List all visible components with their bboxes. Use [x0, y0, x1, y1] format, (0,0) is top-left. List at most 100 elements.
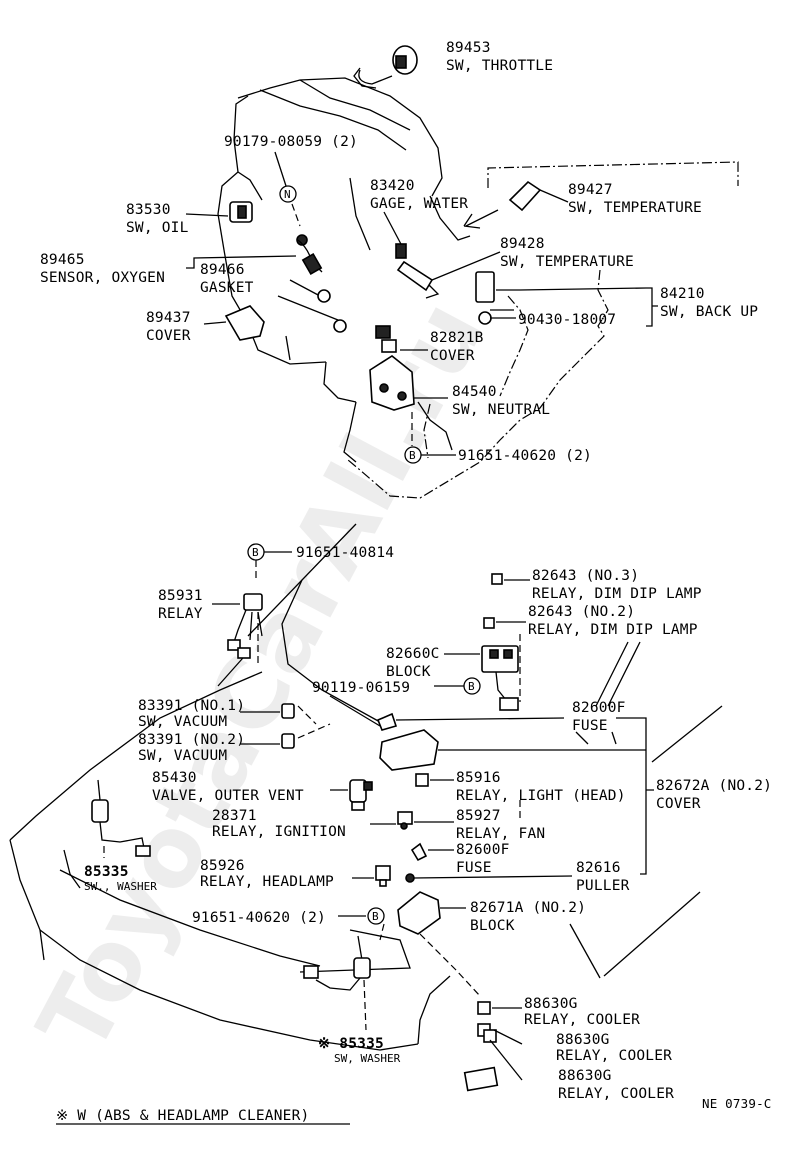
- label-82671-number: 82671A (NO.2): [470, 900, 586, 916]
- label-91651-40620-top: 91651-40620 (2): [458, 448, 592, 464]
- label-89427-name: SW, TEMPERATURE: [568, 200, 702, 216]
- label-84210-name: SW, BACK UP: [660, 304, 758, 320]
- puller-part: [405, 873, 573, 883]
- label-85916-number: 85916: [456, 770, 501, 786]
- label-82600-bottom-number: 82600F: [456, 842, 510, 858]
- bolt-90179-part: N: [274, 151, 308, 246]
- label-89453-name: SW, THROTTLE: [446, 58, 553, 74]
- callout-b-2: B: [252, 546, 259, 559]
- fuse-82600-part: [410, 842, 454, 862]
- label-83391-no1-name: SW, VACUUM: [138, 714, 227, 730]
- fuse-cover-part: [376, 634, 654, 875]
- label-82643-no3-number: 82643 (NO.3): [532, 568, 639, 584]
- bolt-91651-40814-part: B: [247, 543, 292, 578]
- relay-82643-parts: [483, 573, 530, 629]
- transmission-outline: [347, 161, 739, 499]
- label-89453-number: 89453: [446, 40, 491, 56]
- label-89466-name: GASKET: [200, 280, 254, 296]
- label-82821-number: 82821B: [430, 330, 484, 346]
- engine-outline: [217, 77, 471, 463]
- label-82616-name: PULLER: [576, 878, 630, 894]
- label-85916-name: RELAY, LIGHT (HEAD): [456, 788, 626, 804]
- oxygen-sensor-part: [186, 239, 323, 276]
- label-84210-number: 84210: [660, 286, 705, 302]
- outer-vent-valve-part: [330, 779, 373, 811]
- temp-switch-89427-part: [463, 180, 569, 229]
- label-89466-number: 89466: [200, 262, 245, 278]
- label-89465-name: SENSOR, OXYGEN: [40, 270, 165, 286]
- label-28371-number: 28371: [212, 808, 257, 824]
- vacuum-switch-parts: [240, 703, 331, 749]
- gasket-part: [289, 279, 331, 303]
- water-gage-part: [383, 211, 501, 299]
- label-83420-name: GAGE, WATER: [370, 196, 468, 212]
- label-85927-number: 85927: [456, 808, 501, 824]
- label-85335-right-name: SW, WASHER: [334, 1052, 401, 1065]
- label-88630-3-name: RELAY, COOLER: [558, 1086, 674, 1102]
- label-83391-no2-name: SW, VACUUM: [138, 748, 227, 764]
- label-89428-number: 89428: [500, 236, 545, 252]
- label-82660-number: 82660C: [386, 646, 440, 662]
- label-88630-2-name: RELAY, COOLER: [556, 1048, 672, 1064]
- throttle-switch-part: [353, 45, 418, 89]
- label-28371-name: RELAY, IGNITION: [212, 824, 346, 840]
- label-85335-left-number: 85335: [84, 864, 129, 880]
- label-82671-name: BLOCK: [470, 918, 515, 934]
- label-82660-name: BLOCK: [386, 664, 431, 680]
- label-83420-number: 83420: [370, 178, 415, 194]
- callout-b-4: B: [372, 910, 379, 923]
- relay-85931-part: [212, 593, 263, 666]
- label-89465-number: 89465: [40, 252, 85, 268]
- label-83391-no2-number: 83391 (NO.2): [138, 732, 245, 748]
- relay-headlamp-part: [352, 865, 391, 887]
- label-88630-3-number: 88630G: [558, 1068, 612, 1084]
- callout-b-3: B: [468, 680, 475, 693]
- label-89437-name: COVER: [146, 328, 191, 344]
- label-85931-name: RELAY: [158, 606, 203, 622]
- washer-switch-right-part: [303, 935, 451, 1045]
- label-85430-number: 85430: [152, 770, 197, 786]
- label-88630-1-name: RELAY, COOLER: [524, 1012, 640, 1028]
- oil-switch-part: [185, 201, 253, 223]
- cover-89437-part: [203, 295, 347, 341]
- washer-switch-left-part: [91, 779, 151, 858]
- label-90119: 90119-06159: [312, 680, 410, 696]
- relay-fan-ignition-part: [370, 811, 454, 830]
- label-85430-name: VALVE, OUTER VENT: [152, 788, 304, 804]
- label-88630-1-number: 88630G: [524, 996, 578, 1012]
- label-89427-number: 89427: [568, 182, 613, 198]
- label-83391-no1-number: 83391 (NO.1): [138, 698, 245, 714]
- label-82600-top-name: FUSE: [572, 718, 608, 734]
- label-82643-no2-number: 82643 (NO.2): [528, 604, 635, 620]
- label-82672-name: COVER: [656, 796, 701, 812]
- label-82600-top-number: 82600F: [572, 700, 626, 716]
- label-85335-left-name: SW., WASHER: [84, 880, 157, 893]
- label-83530-number: 83530: [126, 202, 171, 218]
- label-84540-name: SW, NEUTRAL: [452, 402, 550, 418]
- relay-85916-part: [415, 773, 454, 787]
- label-90430: 90430-18007: [518, 312, 616, 328]
- relay-cooler-parts: [463, 1001, 523, 1092]
- drawing-code: NE 0739-C: [702, 1096, 772, 1111]
- label-84540-number: 84540: [452, 384, 497, 400]
- bolt-90119-part: B: [434, 677, 481, 695]
- label-85335-right-number: ※ 85335: [318, 1036, 384, 1052]
- label-82600-bottom-name: FUSE: [456, 860, 492, 876]
- watermark: ToyotaCarAll.ru: [16, 283, 506, 1071]
- label-83530-name: SW, OIL: [126, 220, 189, 236]
- label-85931-number: 85931: [158, 588, 203, 604]
- label-88630-2-number: 88630G: [556, 1032, 610, 1048]
- label-85926-name: RELAY, HEADLAMP: [200, 874, 334, 890]
- callout-n: N: [284, 188, 291, 201]
- block-82660-part: [444, 645, 519, 711]
- label-82672-number: 82672A (NO.2): [656, 778, 772, 794]
- label-85926-number: 85926: [200, 858, 245, 874]
- label-82643-no2-name: RELAY, DIM DIP LAMP: [528, 622, 698, 638]
- label-82821-name: COVER: [430, 348, 475, 364]
- block-82671-part: B: [338, 891, 481, 997]
- label-89428-name: SW, TEMPERATURE: [500, 254, 634, 270]
- label-89437-number: 89437: [146, 310, 191, 326]
- footnote: ※ W (ABS & HEADLAMP CLEANER): [56, 1108, 309, 1124]
